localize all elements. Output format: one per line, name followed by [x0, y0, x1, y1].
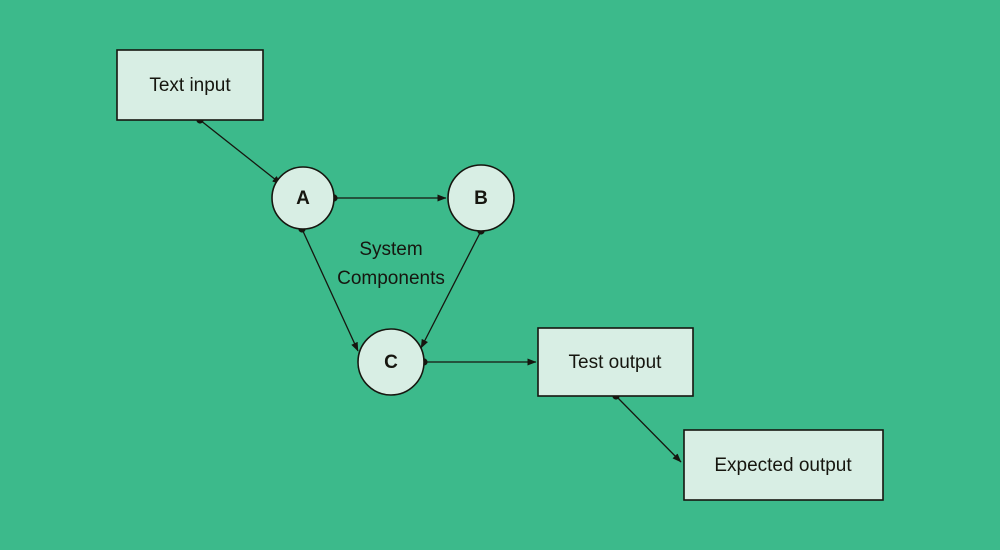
- node-c[interactable]: C: [357, 328, 425, 396]
- node-text-input-label: Text input: [149, 75, 231, 96]
- node-b-circle[interactable]: [447, 164, 515, 232]
- node-b[interactable]: B: [447, 164, 515, 232]
- node-expected-output-label: Expected output: [714, 455, 852, 476]
- node-text-input-box[interactable]: [116, 49, 264, 121]
- edge-line: [301, 228, 359, 352]
- node-a-label: A: [296, 188, 310, 209]
- edge-layer: [196, 116, 682, 463]
- cluster-label-system-components: System Components: [337, 239, 445, 289]
- node-a[interactable]: A: [271, 166, 335, 230]
- node-expected-output[interactable]: Expected output: [683, 429, 884, 501]
- edge-text-input-to-a: [196, 116, 282, 185]
- edge-test-output-to-expected-output: [612, 392, 682, 463]
- node-b-label: B: [474, 188, 488, 209]
- node-test-output[interactable]: Test output: [537, 327, 694, 397]
- node-expected-output-box[interactable]: [683, 429, 884, 501]
- cluster-label-line-1: System: [359, 239, 422, 260]
- node-test-output-label: Test output: [569, 352, 663, 373]
- edge-line: [420, 230, 482, 349]
- edge-line: [199, 119, 282, 185]
- node-c-label: C: [384, 352, 398, 373]
- node-text-input[interactable]: Text input: [116, 49, 264, 121]
- edge-c-to-test-output: [420, 358, 537, 366]
- edge-line: [615, 395, 682, 463]
- node-layer: Text input A B C Test output Expected ou: [116, 49, 884, 501]
- node-test-output-box[interactable]: [537, 327, 694, 397]
- node-c-circle[interactable]: [357, 328, 425, 396]
- cluster-label-line-2: Components: [337, 268, 445, 289]
- node-a-circle[interactable]: [271, 166, 335, 230]
- edge-a-to-b: [330, 194, 447, 202]
